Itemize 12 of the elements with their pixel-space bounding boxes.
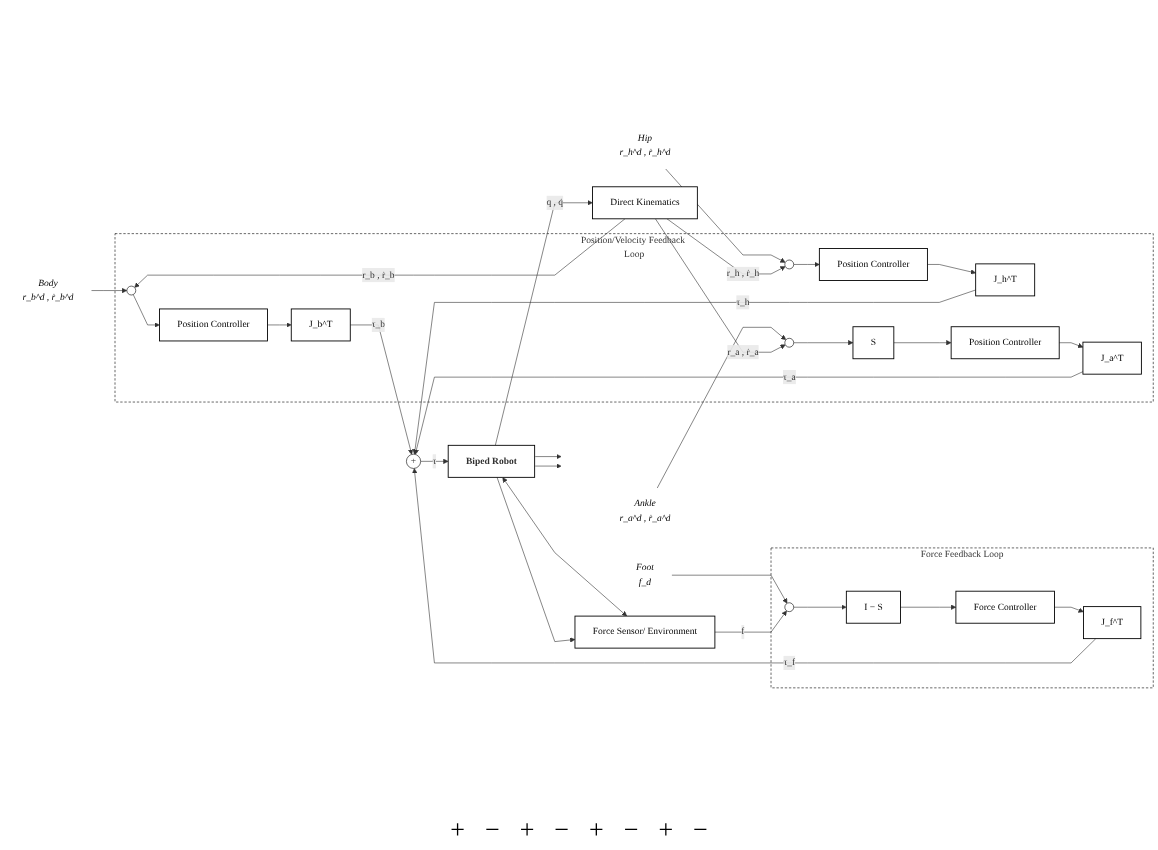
sign-label: +	[450, 814, 465, 846]
node-circle	[784, 259, 794, 269]
sign-label: −	[554, 814, 569, 846]
sign-label: +	[658, 814, 674, 846]
sign-label: −	[623, 814, 639, 846]
sign-label: +	[519, 814, 535, 846]
node-circle	[784, 337, 794, 348]
sign-label: −	[693, 814, 708, 846]
node-circle	[784, 602, 794, 612]
sign-label: −	[484, 814, 500, 846]
sign-label: +	[589, 814, 604, 846]
node-circle	[126, 285, 137, 295]
